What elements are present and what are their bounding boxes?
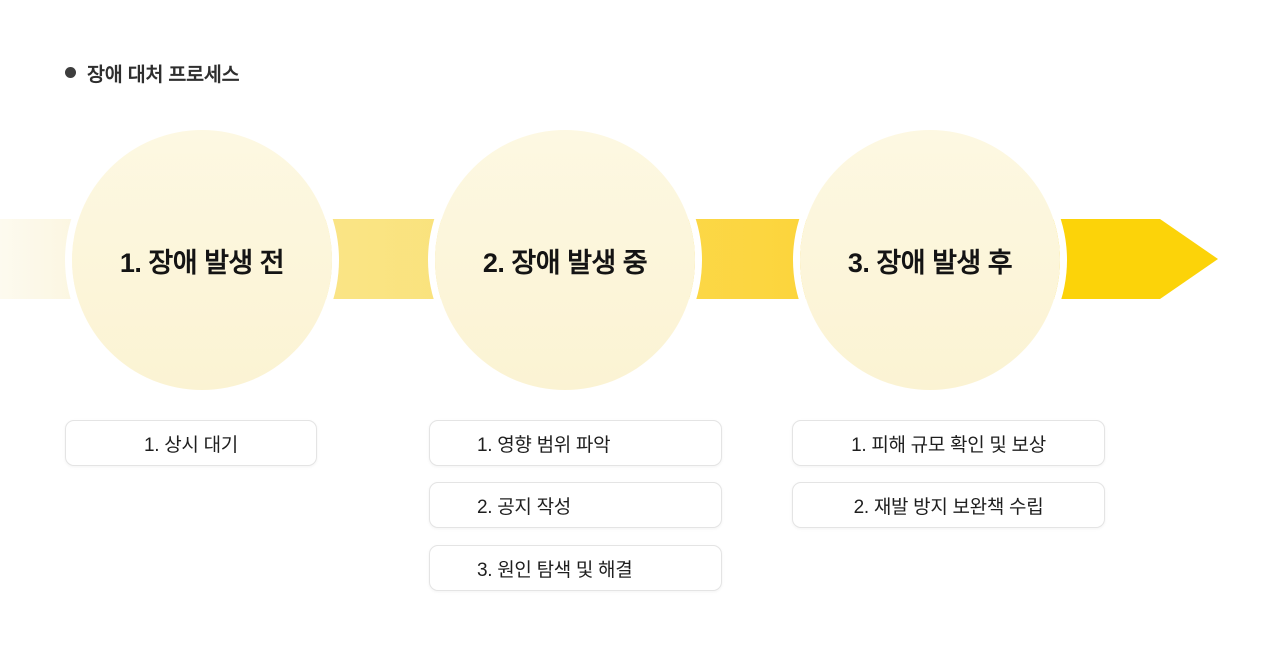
stage-label: 3. 장애 발생 후 <box>847 247 1013 278</box>
step-box: 2. 공지 작성 <box>429 482 722 528</box>
step-box: 1. 피해 규모 확인 및 보상 <box>792 420 1105 466</box>
stage-circle-after: 3. 장애 발생 후 <box>800 130 1060 390</box>
page-title: 장애 대처 프로세스 <box>87 63 240 86</box>
bullet-icon <box>65 66 76 78</box>
step-box: 3. 원인 탐색 및 해결 <box>429 545 722 591</box>
step-label: 1. 영향 범위 파악 <box>477 434 611 456</box>
step-box: 1. 상시 대기 <box>65 420 317 466</box>
step-label: 1. 상시 대기 <box>144 434 238 456</box>
stage-circle-during: 2. 장애 발생 중 <box>435 130 695 390</box>
stage-circle-before: 1. 장애 발생 전 <box>72 130 332 390</box>
step-label: 1. 피해 규모 확인 및 보상 <box>851 434 1046 456</box>
stage-label: 2. 장애 발생 중 <box>482 247 648 278</box>
step-label: 3. 원인 탐색 및 해결 <box>477 559 633 581</box>
step-box: 1. 영향 범위 파악 <box>429 420 722 466</box>
stage-label: 1. 장애 발생 전 <box>119 247 285 278</box>
title-row: 장애 대처 프로세스 <box>65 58 240 86</box>
step-label: 2. 재발 방지 보완책 수립 <box>853 496 1044 518</box>
step-label: 2. 공지 작성 <box>477 496 571 518</box>
step-box: 2. 재발 방지 보완책 수립 <box>792 482 1105 528</box>
